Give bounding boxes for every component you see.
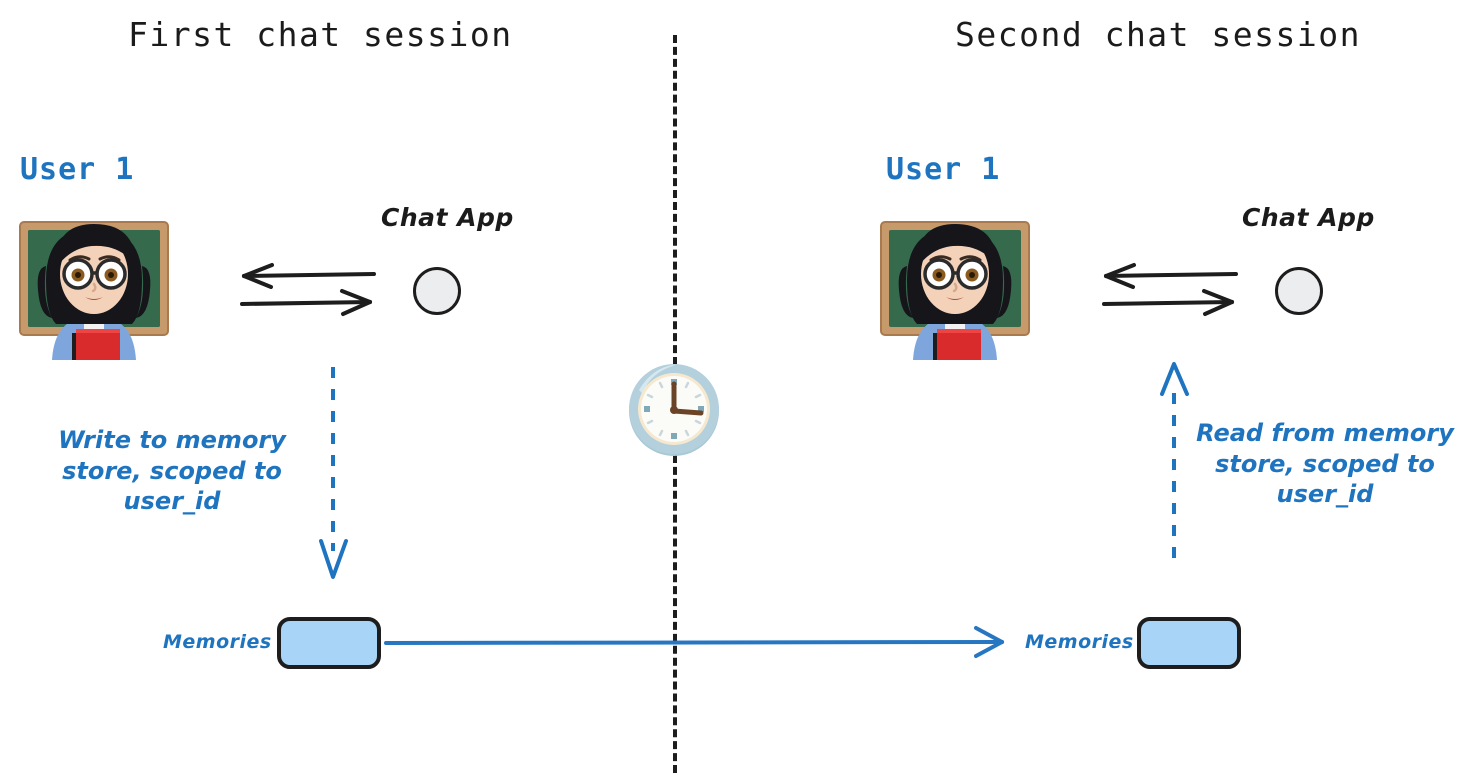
annotation-line-2: store, scoped to bbox=[62, 456, 282, 485]
annotation-line-3: user_id bbox=[123, 487, 221, 516]
memories-box-second[interactable] bbox=[1137, 617, 1241, 669]
session-title-second: Second chat session bbox=[955, 15, 1361, 54]
session-divider-top bbox=[673, 35, 677, 365]
user-label-second: User 1 bbox=[886, 152, 1001, 187]
clock-icon bbox=[625, 360, 723, 458]
session-title-first: First chat session bbox=[128, 15, 513, 54]
memories-label-second: Memories bbox=[1025, 631, 1134, 653]
memory-link-arrow bbox=[384, 624, 1024, 660]
chat-app-node-first[interactable] bbox=[413, 267, 461, 315]
annotation-line-2: store, scoped to bbox=[1215, 449, 1435, 478]
chat-app-node-second[interactable] bbox=[1275, 267, 1323, 315]
annotation-write-first: Write to memory store, scoped to user_id bbox=[22, 425, 322, 517]
exchange-arrows-first bbox=[238, 258, 378, 318]
user-label-first: User 1 bbox=[20, 152, 135, 187]
session-divider-bottom bbox=[673, 455, 677, 773]
annotation-read-second: Read from memory store, scoped to user_i… bbox=[1175, 418, 1475, 510]
annotation-line-1: Write to memory bbox=[58, 426, 286, 454]
memories-box-first[interactable] bbox=[277, 617, 381, 669]
write-arrow-first bbox=[316, 365, 352, 580]
chat-app-label-second: Chat App bbox=[1242, 203, 1375, 232]
read-arrow-second bbox=[1157, 360, 1193, 560]
avatar-user-second bbox=[873, 196, 1037, 360]
chat-app-label-first: Chat App bbox=[381, 203, 514, 232]
avatar-user-first bbox=[12, 196, 176, 360]
exchange-arrows-second bbox=[1100, 258, 1240, 318]
memories-label-first: Memories bbox=[163, 631, 272, 653]
annotation-line-1: Read from memory bbox=[1196, 419, 1454, 447]
annotation-line-3: user_id bbox=[1276, 480, 1374, 509]
